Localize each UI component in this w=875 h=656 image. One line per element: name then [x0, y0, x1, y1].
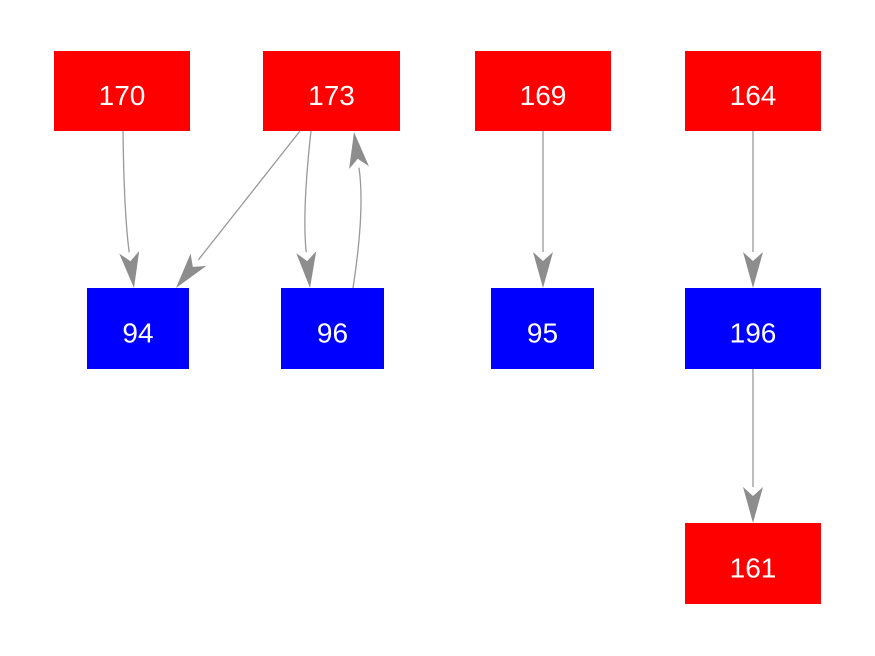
arrowhead-icon	[349, 132, 369, 169]
node-box[interactable]	[263, 51, 400, 131]
node-label: 96	[317, 318, 348, 349]
node-box[interactable]	[475, 51, 611, 131]
node-label: 169	[520, 80, 567, 111]
node-170[interactable]: 170	[54, 51, 190, 131]
node-96[interactable]: 96	[281, 288, 384, 369]
node-169[interactable]: 169	[475, 51, 611, 131]
node-label: 94	[122, 318, 153, 349]
node-94[interactable]: 94	[87, 288, 189, 369]
node-164[interactable]: 164	[685, 51, 821, 131]
node-box[interactable]	[685, 51, 821, 131]
edge-170-94	[122, 130, 130, 253]
nodes-layer: 170 173 169 164 94 96 95 196 161	[54, 51, 821, 604]
node-box[interactable]	[491, 288, 594, 369]
arrowhead-icon	[176, 253, 207, 288]
node-161[interactable]: 161	[685, 523, 821, 604]
node-box[interactable]	[54, 51, 190, 131]
edges-layer	[119, 130, 763, 523]
arrowhead-icon	[533, 252, 553, 288]
edge-173-96	[304, 130, 312, 253]
arrowhead-icon	[296, 251, 317, 288]
arrowhead-icon	[743, 252, 763, 288]
node-box[interactable]	[685, 288, 821, 369]
node-label: 196	[730, 318, 777, 349]
edge-96-173	[352, 167, 362, 289]
arrowhead-icon	[119, 251, 140, 288]
node-95[interactable]: 95	[491, 288, 594, 369]
node-173[interactable]: 173	[263, 51, 400, 131]
node-label: 170	[99, 80, 146, 111]
node-label: 164	[730, 80, 777, 111]
node-box[interactable]	[87, 288, 189, 369]
node-label: 161	[730, 553, 777, 584]
node-label: 173	[308, 80, 355, 111]
edge-173-94	[197, 130, 301, 261]
node-box[interactable]	[281, 288, 384, 369]
node-box[interactable]	[685, 523, 821, 604]
arrowhead-icon	[743, 487, 763, 523]
node-label: 95	[527, 318, 558, 349]
node-196[interactable]: 196	[685, 288, 821, 369]
